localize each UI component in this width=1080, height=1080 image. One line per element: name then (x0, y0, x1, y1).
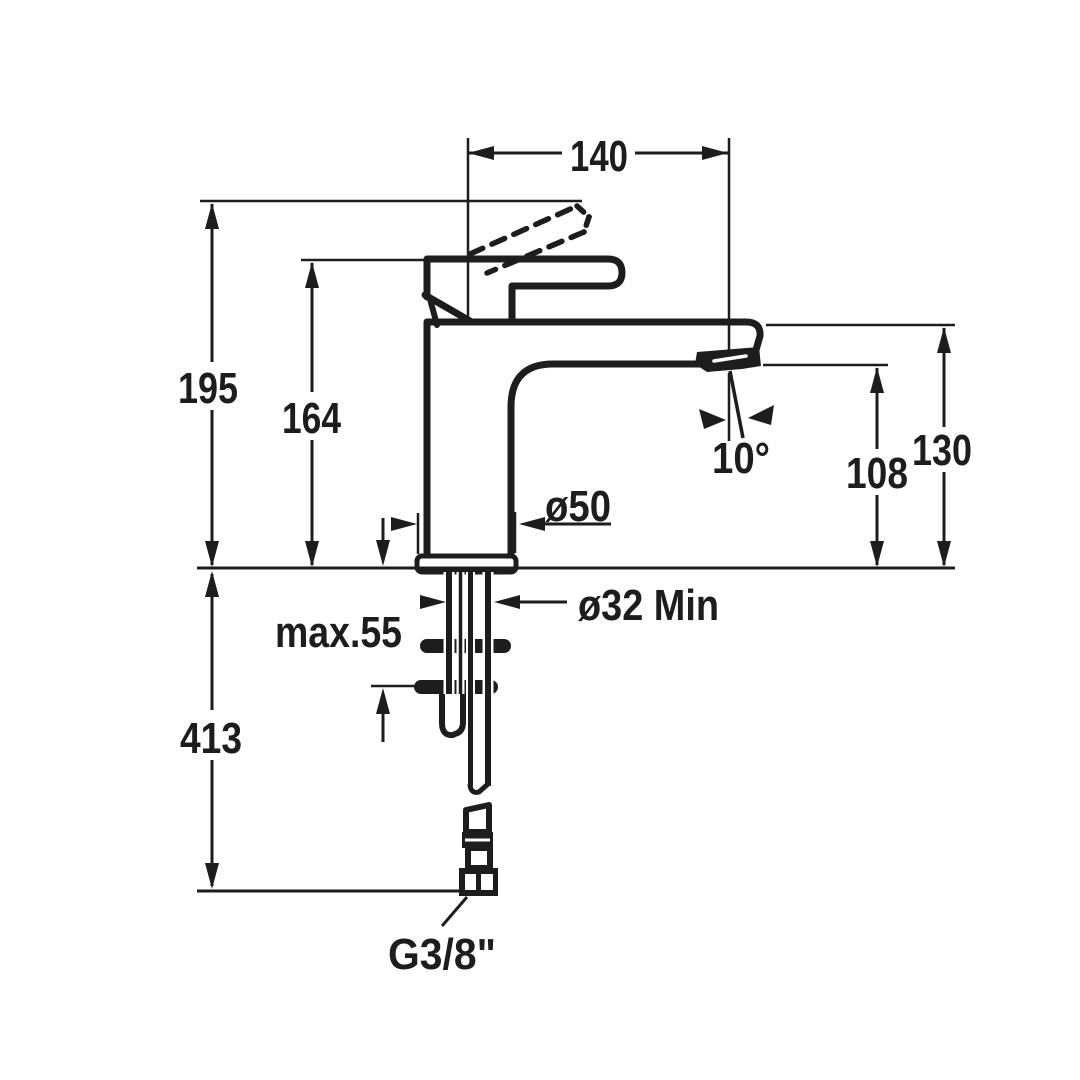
dim-mounting-hole-o32: ø32 Min (420, 581, 719, 630)
dim-height-195: 195 (178, 199, 582, 567)
faucet-handle (421, 255, 626, 328)
hose-cut-end (467, 781, 491, 795)
arrowhead-down (205, 541, 219, 567)
arrowhead-left (519, 517, 545, 531)
angle-arrowhead-left (699, 409, 726, 429)
arrowhead-up (870, 367, 884, 393)
dim-label-o32: ø32 Min (578, 581, 719, 630)
arrowhead-up (376, 688, 390, 714)
hex-facet (481, 874, 493, 890)
dim-height-108: 108 (763, 363, 908, 567)
shank-end (439, 694, 466, 739)
arrowhead-right (702, 146, 728, 160)
arrowhead-down (937, 541, 951, 567)
faucet-body (414, 318, 764, 575)
arrowhead-left (494, 595, 520, 609)
dim-label-g38: G3/8" (388, 930, 496, 979)
arrowhead-up (205, 571, 219, 597)
body-spout-outline (423, 318, 764, 560)
dashed-lever-bottom (484, 229, 587, 276)
leader-line (440, 896, 469, 927)
dim-height-130: 130 (766, 323, 972, 567)
handle-open-position-dashed (467, 203, 593, 276)
arrowhead-down (205, 863, 219, 889)
arrowhead-right (391, 517, 417, 531)
dim-label-164: 164 (282, 394, 341, 443)
hose-connector-g38 (459, 802, 498, 896)
arrowhead-up (205, 203, 219, 229)
mounting-nut (414, 680, 498, 694)
aerator-slit (712, 354, 748, 363)
mounting-washer (420, 639, 511, 653)
arrowhead-right (420, 595, 446, 609)
dim-label-140: 140 (570, 132, 628, 181)
dim-base-diameter-o50: ø50 (391, 482, 611, 554)
label-connection-g38: G3/8" (388, 896, 496, 979)
dashed-lever-top (467, 203, 580, 257)
angle-arrowhead-right (748, 405, 774, 425)
handle-cap-lip (427, 296, 440, 328)
dim-label-413: 413 (180, 714, 242, 763)
hex-facet (465, 874, 476, 890)
arrowhead-left (468, 146, 494, 160)
dim-label-130: 130 (912, 426, 972, 475)
dim-angle-10deg: 10° (699, 370, 774, 483)
arrowhead-down (305, 541, 319, 567)
dim-below-deck-413: 413 (180, 571, 459, 893)
dim-max-deck-55: max.55 (275, 518, 417, 742)
dim-label-10deg: 10° (712, 434, 770, 483)
arrowhead-down (870, 541, 884, 567)
spout-underside (507, 360, 706, 560)
dim-height-164: 164 (282, 258, 425, 567)
dim-label-108: 108 (846, 449, 908, 498)
dim-label-o50: ø50 (545, 482, 611, 531)
connector-neck (465, 845, 493, 871)
supply-shank (439, 572, 494, 795)
dim-label-max55: max.55 (275, 608, 402, 657)
dashed-lever-tip (574, 203, 593, 235)
arrowhead-up (305, 262, 319, 288)
base-plate (414, 553, 519, 575)
arrowhead-up (937, 327, 951, 353)
arrowhead-down (376, 540, 390, 566)
below-deck-assembly (414, 572, 511, 896)
handle-lever (423, 255, 626, 325)
dim-spout-reach-140: 140 (466, 132, 731, 350)
stream-angle-line (728, 370, 745, 439)
dim-label-195: 195 (178, 364, 238, 413)
connector-top-piece (463, 802, 492, 835)
